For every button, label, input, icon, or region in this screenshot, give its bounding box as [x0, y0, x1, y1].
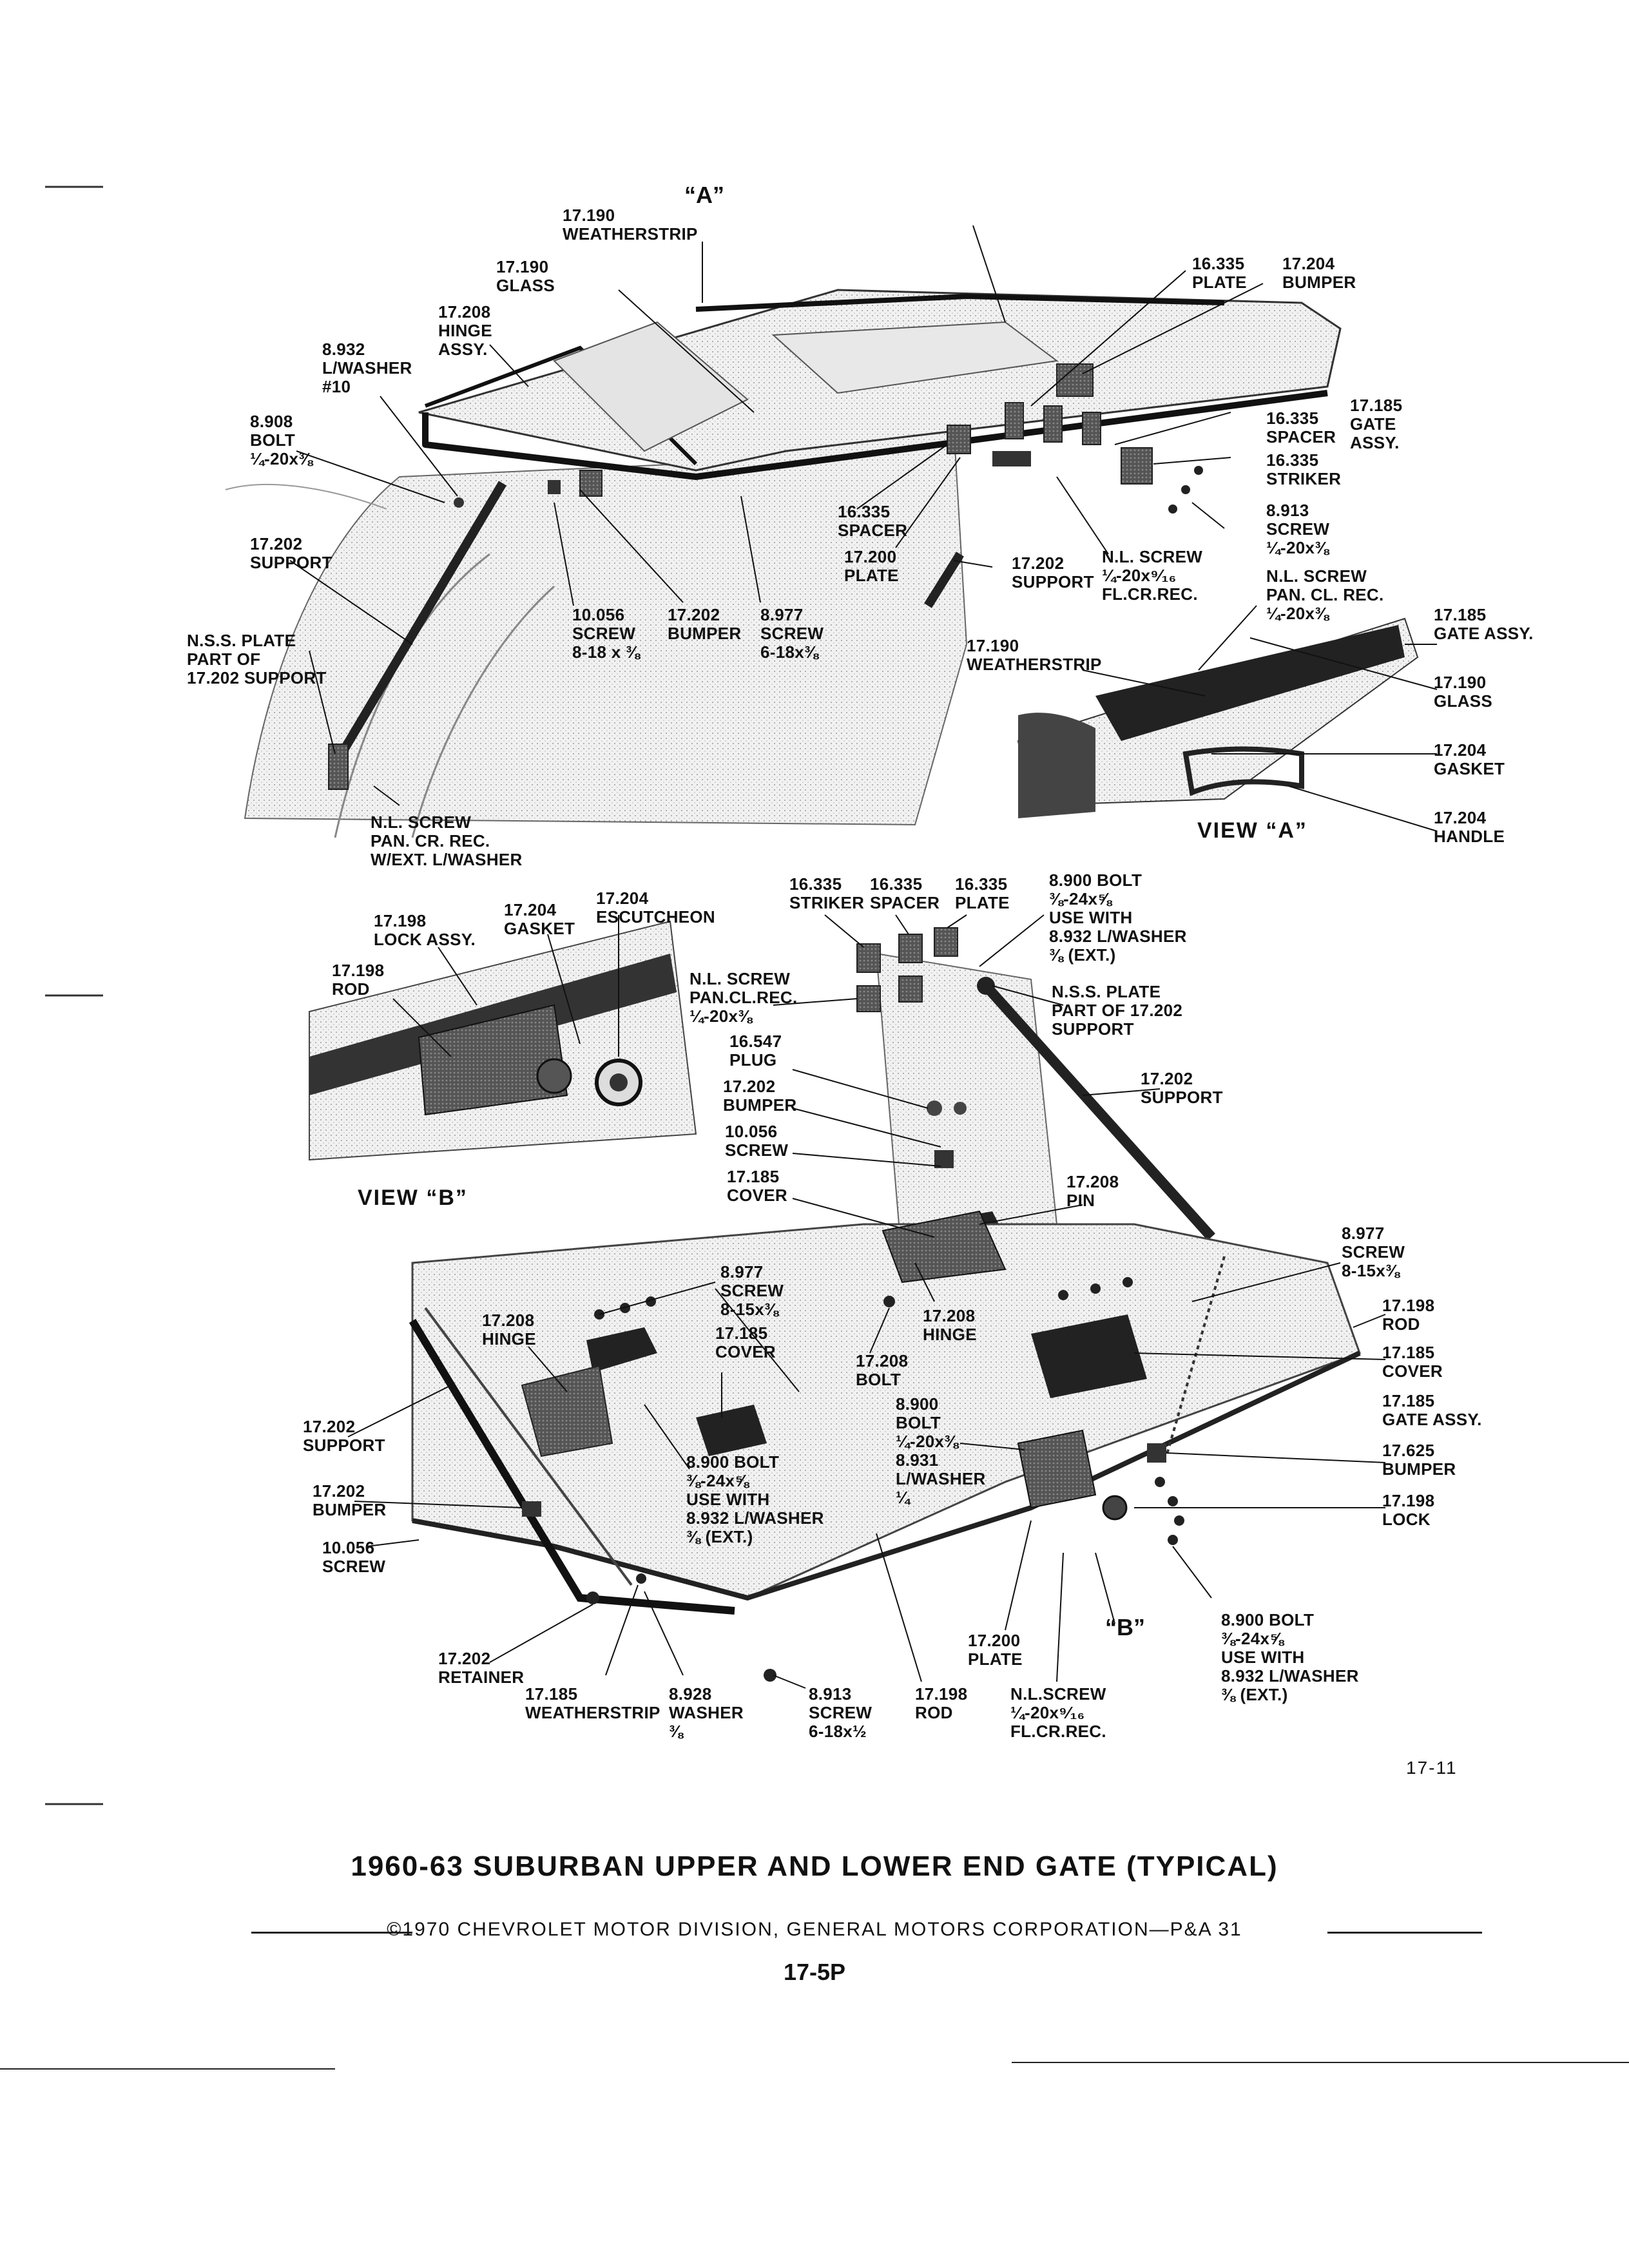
b-marker: “B”: [1105, 1614, 1145, 1640]
a-marker: “A”: [684, 182, 724, 208]
view-a-drawing: [1017, 617, 1419, 818]
bottom-rule-right: [1012, 2062, 1629, 2063]
lower-gate-drawing: [409, 1210, 1361, 1682]
copyright-rule-left: [251, 1932, 412, 1934]
bottom-rule-left: [0, 2068, 335, 2070]
section-number: 17-5P: [783, 1959, 846, 1985]
upper-gate-drawing: [225, 289, 1342, 838]
leader-lines: [289, 225, 1438, 1689]
view-a-label: VIEW “A”: [1197, 818, 1307, 843]
view-b-drawing: [309, 920, 697, 1161]
view-b-label: VIEW “B”: [358, 1186, 468, 1210]
copyright-line: ©1970 CHEVROLET MOTOR DIVISION, GENERAL …: [387, 1919, 1242, 1940]
page-number: 17-11: [1406, 1758, 1458, 1778]
page-title: 1960-63 SUBURBAN UPPER AND LOWER END GAT…: [351, 1850, 1278, 1882]
copyright-rule-right: [1327, 1932, 1482, 1934]
